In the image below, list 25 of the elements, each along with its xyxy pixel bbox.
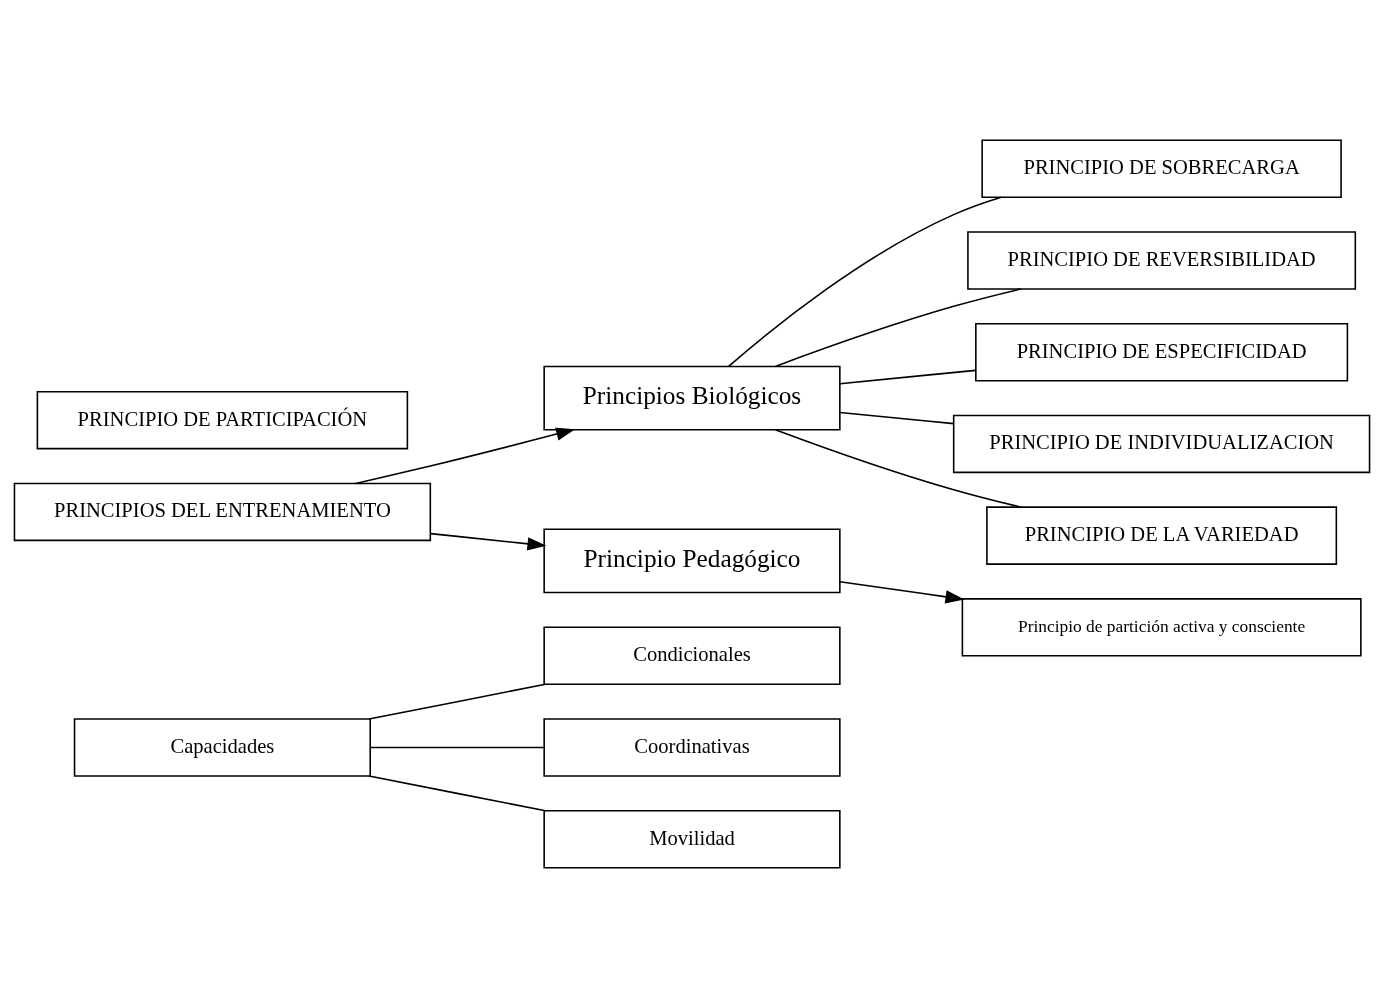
connector <box>368 683 547 720</box>
node-box: Principio de partición activa y consciente <box>961 597 1362 657</box>
node-box: Condicionales <box>543 626 841 685</box>
node-box: PRINCIPIO DE SOBRECARGA <box>981 139 1342 198</box>
node-box: PRINCIPIO DE REVERSIBILIDAD <box>967 230 1357 290</box>
node-box: PRINCIPIO DE LA VARIEDAD <box>986 505 1338 565</box>
connector <box>774 287 1022 367</box>
node-box: Coordinativas <box>543 717 841 777</box>
connector <box>368 774 547 811</box>
arrow <box>429 532 547 550</box>
connector <box>727 196 1003 367</box>
node-box: Movilidad <box>543 809 841 868</box>
node-box: Principios Biológicos <box>543 365 841 430</box>
arrow <box>354 427 576 484</box>
connector <box>839 411 955 424</box>
node-box: PRINCIPIOS DEL ENTRENAMIENTO <box>13 482 432 541</box>
node-box: Capacidades <box>73 717 372 777</box>
connector <box>369 746 545 748</box>
connector <box>774 428 1022 508</box>
node-box: Principio Pedagógico <box>543 528 841 593</box>
node-box: PRINCIPIO DE ESPECIFICIDAD <box>975 322 1349 381</box>
arrow <box>839 580 965 603</box>
connector <box>839 369 977 384</box>
node-box: PRINCIPIO DE INDIVIDUALIZACION <box>952 414 1371 473</box>
node-box: PRINCIPIO DE PARTICIPACIÓN <box>36 390 409 449</box>
